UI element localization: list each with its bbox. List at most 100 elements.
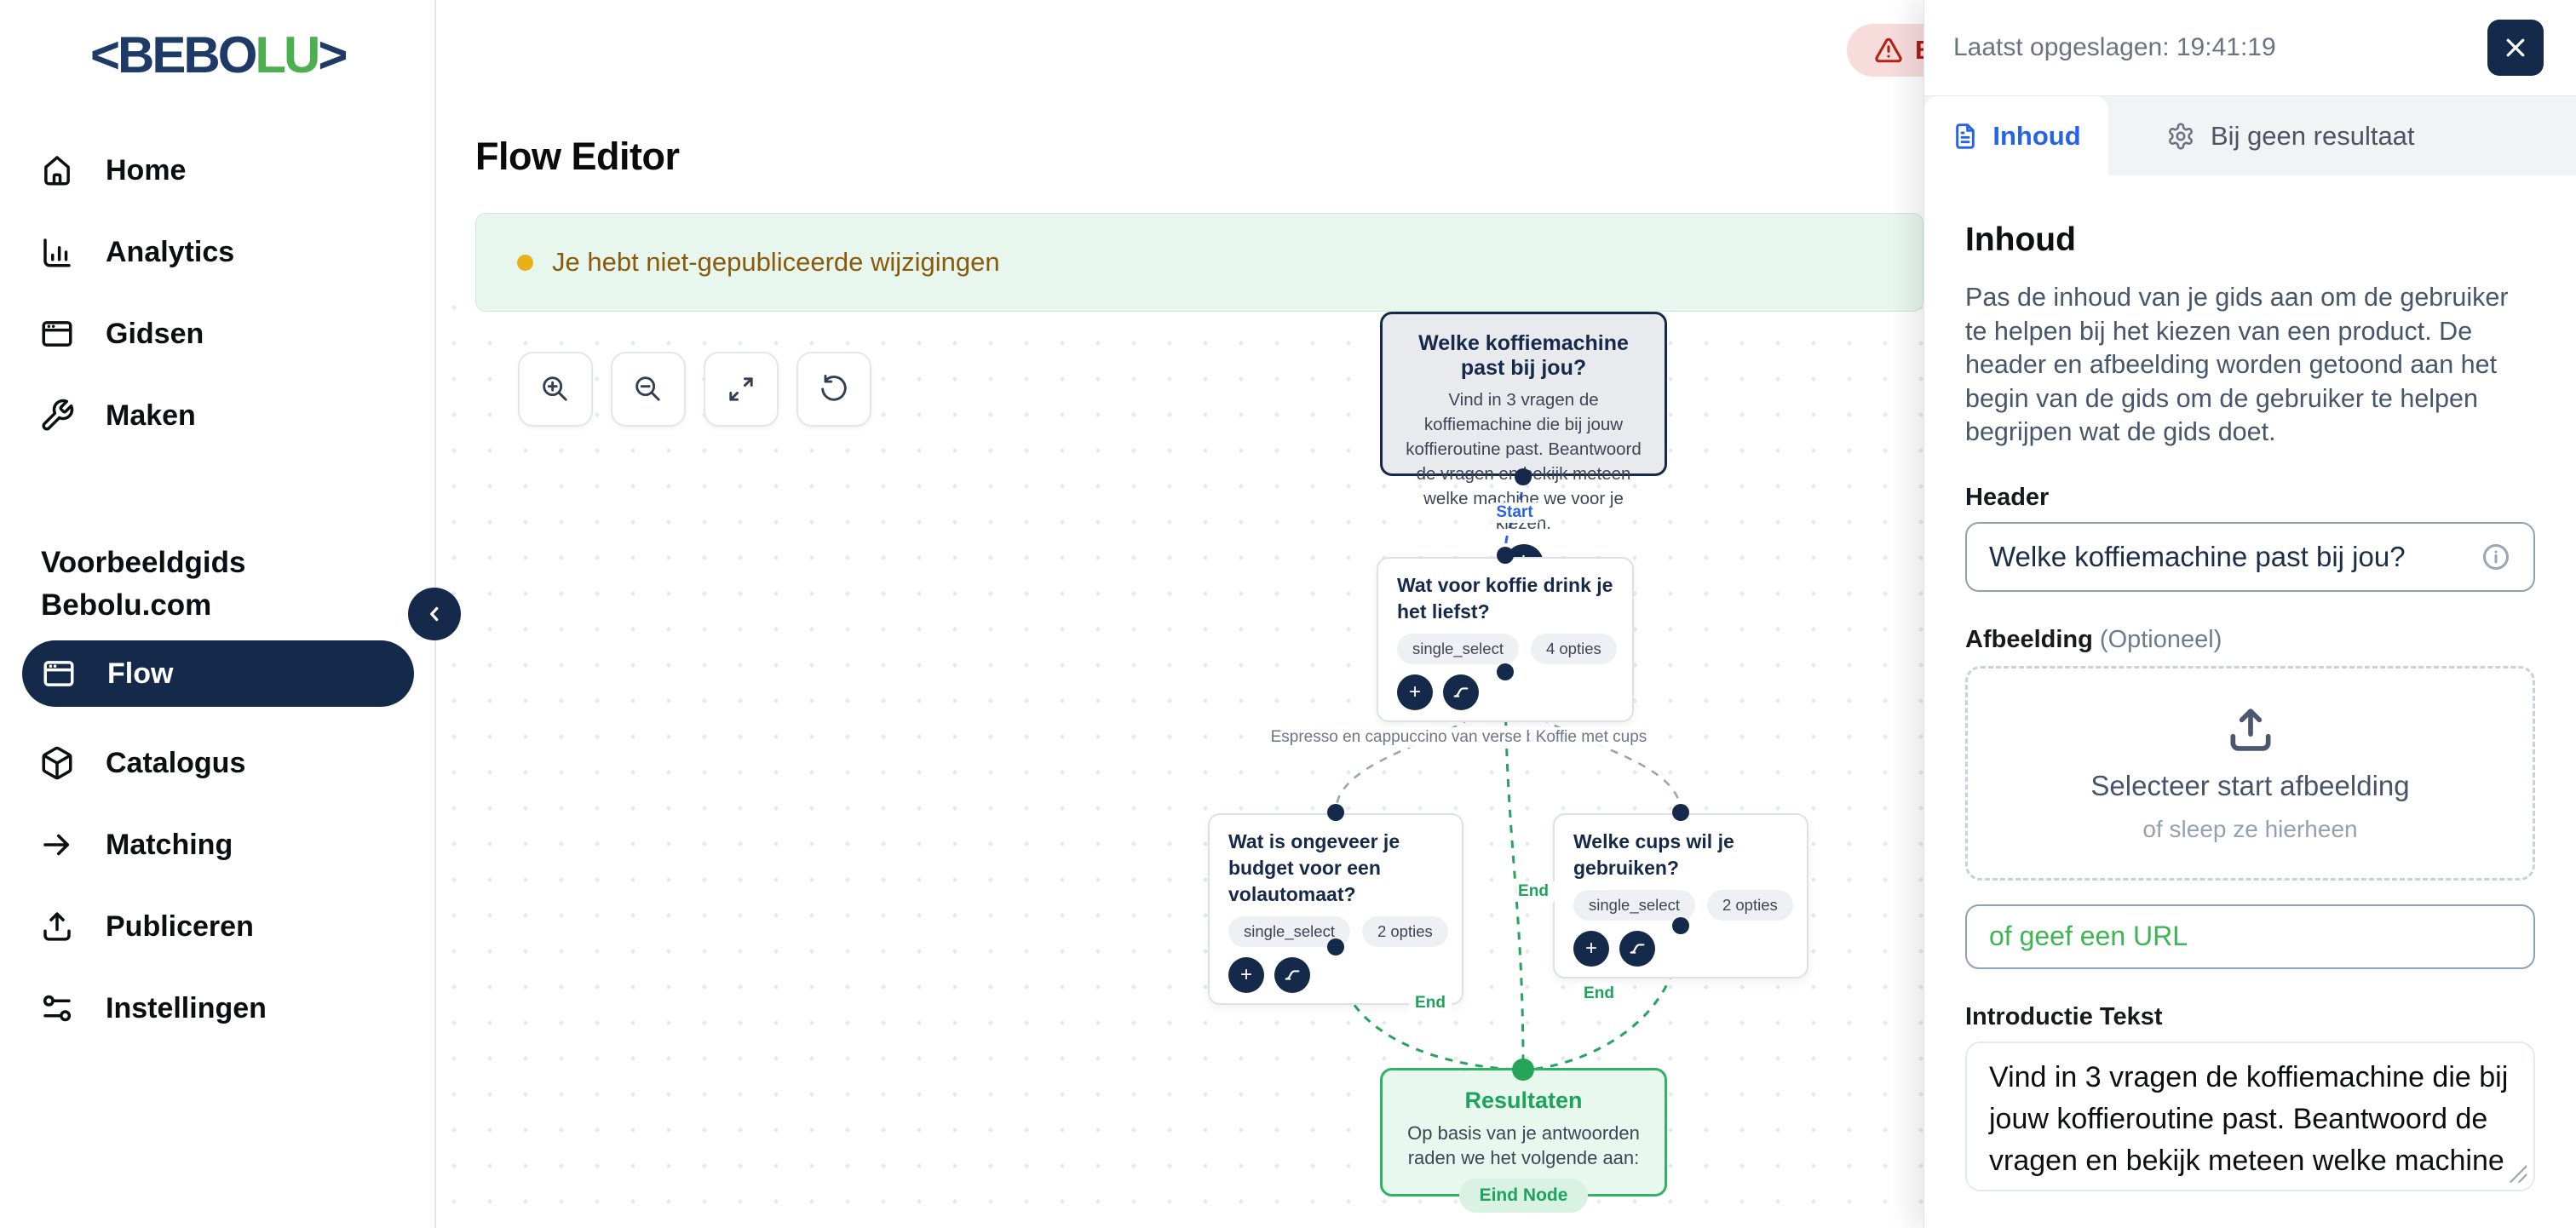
question-options-badge: 2 opties [1706, 890, 1793, 921]
main-nav: Home Analytics Gidsen Maken [0, 129, 434, 456]
logo-accent: LU [255, 26, 320, 83]
handle-result-top[interactable] [1512, 1059, 1534, 1081]
package-icon [42, 746, 72, 780]
sidebar-item-matching[interactable]: Matching [0, 804, 434, 886]
rotate-ccw-icon [821, 375, 847, 401]
sidebar-item-publiceren[interactable]: Publiceren [0, 886, 434, 967]
sidebar-item-instellingen[interactable]: Instellingen [0, 967, 434, 1049]
canvas-dot-grid [436, 290, 1923, 1228]
info-icon[interactable] [2481, 542, 2511, 572]
dropzone-subtitle: of sleep ze hierheen [2142, 815, 2358, 842]
sidebar-item-catalogus[interactable]: Catalogus [0, 722, 434, 804]
tab-label: Bij geen resultaat [2211, 120, 2415, 151]
handle-q3-top[interactable] [1672, 804, 1689, 821]
logic-button[interactable] [1443, 674, 1479, 710]
logic-button[interactable] [1619, 931, 1655, 967]
guide-title-line2: Bebolu.com [41, 588, 212, 622]
tab-bij-geen-resultaat[interactable]: Bij geen resultaat [2166, 96, 2415, 175]
handle-q1-bottom[interactable] [1497, 663, 1514, 680]
tab-inhoud[interactable]: Inhoud [1924, 96, 2108, 175]
panel-tabbar: Inhoud Bij geen resultaat [1924, 95, 2576, 175]
flow-node-result[interactable]: Resultaten Op basis van je antwoorden ra… [1380, 1068, 1667, 1213]
add-option-button[interactable]: + [1228, 957, 1264, 993]
image-url-input-wrap [1965, 904, 2535, 969]
sidebar-item-label: Maken [106, 399, 196, 432]
zoom-in-button[interactable] [518, 352, 593, 427]
zoom-in-icon [543, 376, 567, 401]
window-icon [43, 661, 74, 686]
handle-q2-top[interactable] [1327, 804, 1344, 821]
sidebar-item-label: Matching [106, 828, 233, 861]
logic-curve-icon [1453, 687, 1469, 697]
image-field-optional-text: (Optioneel) [2099, 625, 2222, 653]
edge-label-end-left: End [1409, 993, 1452, 1013]
home-icon [44, 156, 70, 186]
logic-curve-icon [1285, 970, 1300, 980]
sidebar-collapse-button[interactable] [408, 588, 461, 640]
sidebar-item-analytics[interactable]: Analytics [0, 211, 434, 293]
canvas-toolbar [518, 352, 871, 427]
handle-q1-top[interactable] [1497, 547, 1514, 564]
fit-view-button[interactable] [704, 352, 779, 427]
sidebar-item-label: Instellingen [106, 991, 267, 1024]
start-node-title: Welke koffiemachine past bij jou? [1418, 331, 1629, 380]
expand-diagonal-icon [729, 377, 753, 401]
sidebar-item-label: Catalogus [106, 746, 246, 779]
image-dropzone[interactable]: Selecteer start afbeelding of sleep ze h… [1965, 665, 2535, 881]
dropzone-title: Selecteer start afbeelding [2090, 769, 2410, 801]
edge-label-end-mid: End [1512, 881, 1555, 902]
add-option-button[interactable]: + [1397, 674, 1433, 710]
sidebar-item-home[interactable]: Home [0, 129, 434, 211]
logic-button[interactable] [1274, 957, 1310, 993]
chevron-left-icon [430, 606, 439, 622]
flow-node-question-3[interactable]: Welke cups wil je gebruiken? single_sele… [1553, 813, 1808, 978]
unpublished-changes-banner: Je hebt niet-gepubliceerde wijzigingen [475, 213, 1923, 312]
window-icon [42, 321, 72, 347]
handle-q2-bottom[interactable] [1327, 938, 1344, 955]
panel-body: Inhoud Pas de inhoud van je gids aan om … [1924, 175, 2576, 1228]
close-panel-button[interactable] [2487, 20, 2544, 76]
flow-node-question-2[interactable]: Wat is ongeveer je budget voor een volau… [1208, 813, 1463, 1005]
flow-node-question-1[interactable]: Wat voor koffie drink je het liefst? sin… [1377, 557, 1634, 722]
guide-title-line1: Voorbeeldgids [41, 546, 246, 579]
sidebar-item-flow[interactable]: Flow [22, 640, 414, 707]
banner-text: Je hebt niet-gepubliceerde wijzigingen [552, 247, 1000, 277]
intro-textarea[interactable]: Vind in 3 vragen de koffiemachine die bi… [1967, 1042, 2533, 1190]
sidebar-item-label: Publiceren [106, 910, 254, 943]
bebolu-logo[interactable]: <BEBOLU> [90, 26, 348, 84]
sidebar-item-gidsen[interactable]: Gidsen [0, 293, 434, 375]
header-input[interactable] [1989, 540, 2481, 573]
reset-view-button[interactable] [796, 352, 871, 427]
warning-triangle-icon [1875, 37, 1902, 63]
flow-edges [1334, 476, 1682, 1071]
section-title: Inhoud [1965, 221, 2076, 258]
tab-label: Inhoud [1992, 120, 2081, 151]
logic-curve-icon [1630, 944, 1645, 954]
question-title: Wat voor koffie drink je het liefst? [1397, 574, 1613, 623]
gear-icon [2169, 123, 2193, 149]
sidebar-item-label: Flow [107, 657, 174, 690]
guide-title: Voorbeeldgids Bebolu.com [41, 542, 246, 627]
image-url-input[interactable] [1989, 921, 2511, 952]
question-options-badge: 2 opties [1361, 916, 1448, 947]
content-settings-panel: Laatst opgeslagen: 19:41:19 Inhoud Bij g… [1923, 0, 2576, 1228]
logo-right: > [318, 26, 348, 83]
question-type-badge: single_select [1573, 890, 1695, 921]
flow-node-start[interactable]: Welke koffiemachine past bij jou? Vind i… [1380, 312, 1667, 583]
sidebar-item-label: Home [106, 153, 187, 186]
sidebar-item-label: Gidsen [106, 317, 204, 350]
zoom-out-button[interactable] [611, 352, 686, 427]
image-field-label-text: Afbeelding [1965, 625, 2093, 653]
edge-label-cups: Koffie met cups [1529, 727, 1653, 748]
flow-canvas[interactable]: Welke koffiemachine past bij jou? Vind i… [436, 0, 1923, 1228]
section-description: Pas de inhoud van je gids aan om de gebr… [1965, 283, 2509, 446]
handle-start-bottom[interactable] [1515, 468, 1532, 485]
add-option-button[interactable]: + [1573, 931, 1609, 967]
handle-q3-bottom[interactable] [1672, 917, 1689, 934]
sidebar: <BEBOLU> Home Analytics Gidsen Maken Voo… [0, 0, 436, 1228]
upload-icon [43, 912, 71, 941]
sidebar-item-label: Analytics [106, 235, 235, 268]
sidebar-item-maken[interactable]: Maken [0, 375, 434, 456]
panel-header: Laatst opgeslagen: 19:41:19 [1924, 0, 2576, 95]
